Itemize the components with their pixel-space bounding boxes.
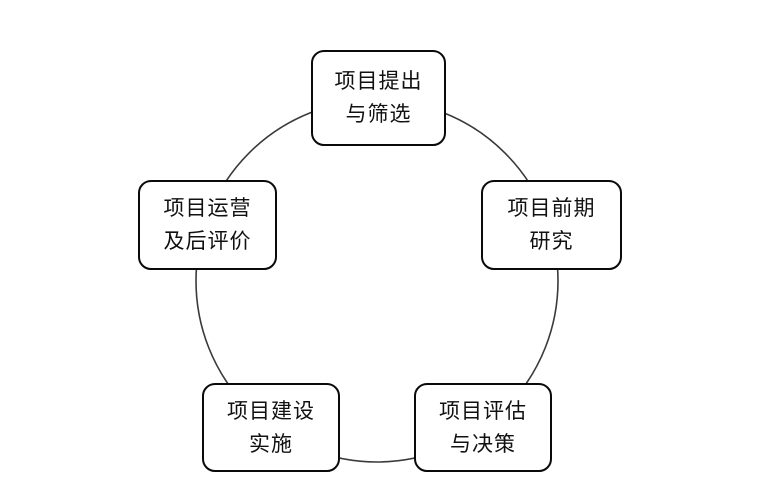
node-label-line2: 及后评价: [163, 229, 252, 253]
node-construction-implementation[interactable]: 项目建设 实施: [202, 383, 340, 472]
node-label-line2: 与筛选: [345, 102, 412, 126]
node-label-line1: 项目前期: [507, 196, 596, 221]
node-label-line2: 实施: [249, 431, 293, 456]
node-label-line2: 研究: [529, 229, 574, 253]
node-label-line1: 项目运营: [163, 196, 252, 221]
node-label-line2: 与决策: [450, 431, 516, 456]
node-label-line1: 项目评估: [439, 398, 527, 423]
node-label-line1: 项目建设: [227, 398, 315, 423]
node-project-proposal[interactable]: 项目提出 与筛选: [311, 50, 446, 146]
node-evaluation-decision[interactable]: 项目评估 与决策: [414, 383, 552, 472]
node-preliminary-research[interactable]: 项目前期 研究: [481, 180, 622, 270]
node-label-line1: 项目提出: [334, 69, 423, 94]
node-operation-post-evaluation[interactable]: 项目运营 及后评价: [138, 180, 277, 270]
